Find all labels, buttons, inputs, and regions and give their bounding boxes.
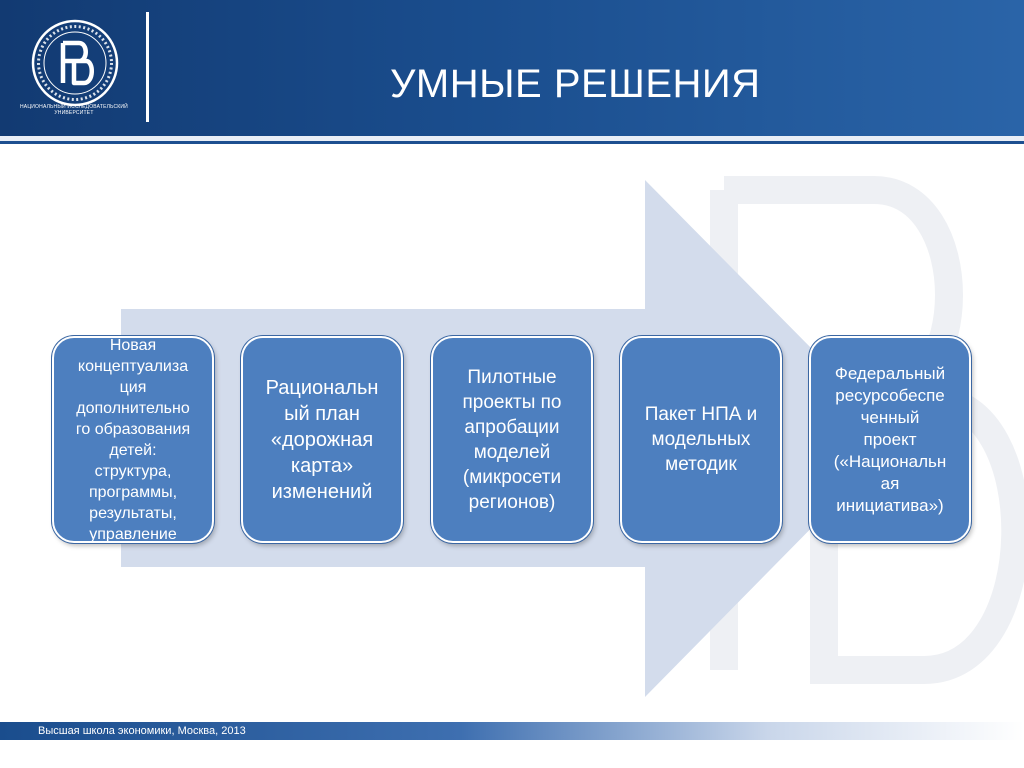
step-box-3: Пилотные проекты по апробации моделей (м… (431, 336, 593, 543)
logo-caption-line2: УНИВЕРСИТЕТ (54, 110, 94, 116)
header-divider (146, 12, 149, 122)
step-4-text: Пакет НПА и модельных методик (644, 404, 758, 475)
footer-text: Высшая школа экономики, Москва, 2013 (38, 725, 246, 737)
step-box-4: Пакет НПА и модельных методик (620, 336, 782, 543)
university-logo-icon (31, 19, 119, 107)
step-2-text: Рациональн ый план «дорожная карта» изме… (265, 376, 379, 503)
header-bar: НАЦИОНАЛЬНЫЙ ИССЛЕДОВАТЕЛЬСКИЙ УНИВЕРСИТ… (0, 0, 1024, 136)
footer-bar: Высшая школа экономики, Москва, 2013 (0, 722, 1024, 740)
page-title: УМНЫЕ РЕШЕНИЯ (390, 62, 761, 106)
step-1-text: Новая концептуализа ция дополнительно го… (75, 336, 191, 543)
step-box-1: Новая концептуализа ция дополнительно го… (52, 336, 214, 543)
step-box-2: Рациональн ый план «дорожная карта» изме… (241, 336, 403, 543)
logo-caption: НАЦИОНАЛЬНЫЙ ИССЛЕДОВАТЕЛЬСКИЙ УНИВЕРСИТ… (14, 104, 134, 116)
step-5-text: Федеральный ресурсобеспе ченный проект (… (833, 363, 947, 515)
header-underline (0, 136, 1024, 144)
step-3-text: Пилотные проекты по апробации моделей (м… (462, 366, 562, 513)
step-box-5: Федеральный ресурсобеспе ченный проект (… (809, 336, 971, 543)
logo-caption-line1: НАЦИОНАЛЬНЫЙ ИССЛЕДОВАТЕЛЬСКИЙ (20, 104, 128, 110)
